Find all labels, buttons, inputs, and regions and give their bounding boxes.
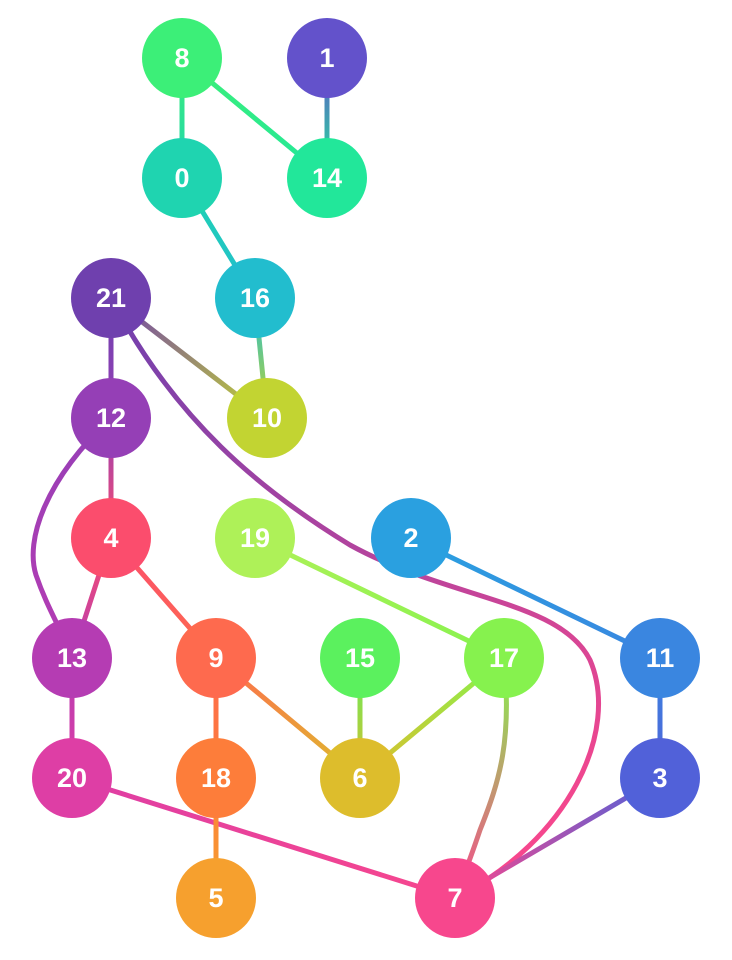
node-circle: [320, 738, 400, 818]
node-circle: [71, 378, 151, 458]
node-circle: [620, 618, 700, 698]
node-11[interactable]: 11: [620, 618, 700, 698]
node-14[interactable]: 14: [287, 138, 367, 218]
node-label: 6: [352, 763, 367, 793]
edge-19-17: [252, 535, 507, 661]
node-label: 9: [208, 643, 223, 673]
node-label: 20: [57, 763, 87, 793]
node-label: 13: [57, 643, 87, 673]
node-17[interactable]: 17: [464, 618, 544, 698]
node-circle: [142, 18, 222, 98]
node-circle: [215, 258, 295, 338]
node-label: 12: [96, 403, 126, 433]
node-13[interactable]: 13: [32, 618, 112, 698]
node-3[interactable]: 3: [620, 738, 700, 818]
node-circle: [176, 618, 256, 698]
edge-21-7: [108, 295, 601, 901]
node-label: 15: [345, 643, 375, 673]
node-12[interactable]: 12: [71, 378, 151, 458]
node-circle: [371, 498, 451, 578]
node-circle: [32, 738, 112, 818]
node-label: 3: [652, 763, 667, 793]
node-label: 4: [103, 523, 118, 553]
node-label: 16: [240, 283, 270, 313]
node-label: 7: [447, 883, 462, 913]
node-label: 18: [201, 763, 231, 793]
node-16[interactable]: 16: [215, 258, 295, 338]
node-circle: [620, 738, 700, 818]
node-4[interactable]: 4: [71, 498, 151, 578]
node-label: 10: [252, 403, 282, 433]
edge-20-7: [69, 775, 458, 901]
node-15[interactable]: 15: [320, 618, 400, 698]
node-9[interactable]: 9: [176, 618, 256, 698]
node-circle: [215, 498, 295, 578]
node-5[interactable]: 5: [176, 858, 256, 938]
node-circle: [32, 618, 112, 698]
node-label: 0: [174, 163, 189, 193]
node-label: 21: [96, 283, 126, 313]
node-circle: [287, 138, 367, 218]
node-label: 8: [174, 43, 189, 73]
node-circle: [415, 858, 495, 938]
node-circle: [464, 618, 544, 698]
node-2[interactable]: 2: [371, 498, 451, 578]
node-label: 11: [646, 643, 675, 673]
node-6[interactable]: 6: [320, 738, 400, 818]
node-label: 17: [489, 643, 519, 673]
node-label: 2: [403, 523, 418, 553]
node-label: 14: [312, 163, 342, 193]
node-circle: [142, 138, 222, 218]
node-circle: [71, 258, 151, 338]
node-18[interactable]: 18: [176, 738, 256, 818]
node-circle: [287, 18, 367, 98]
node-label: 1: [319, 43, 334, 73]
node-0[interactable]: 0: [142, 138, 222, 218]
node-19[interactable]: 19: [215, 498, 295, 578]
node-7[interactable]: 7: [415, 858, 495, 938]
node-circle: [71, 498, 151, 578]
node-8[interactable]: 8: [142, 18, 222, 98]
node-label: 5: [208, 883, 223, 913]
node-21[interactable]: 21: [71, 258, 151, 338]
edge-2-11: [408, 535, 663, 661]
node-circle: [320, 618, 400, 698]
node-circle: [176, 738, 256, 818]
node-circle: [176, 858, 256, 938]
node-label: 19: [240, 523, 270, 553]
node-circle: [227, 378, 307, 458]
node-20[interactable]: 20: [32, 738, 112, 818]
node-10[interactable]: 10: [227, 378, 307, 458]
node-1[interactable]: 1: [287, 18, 367, 98]
